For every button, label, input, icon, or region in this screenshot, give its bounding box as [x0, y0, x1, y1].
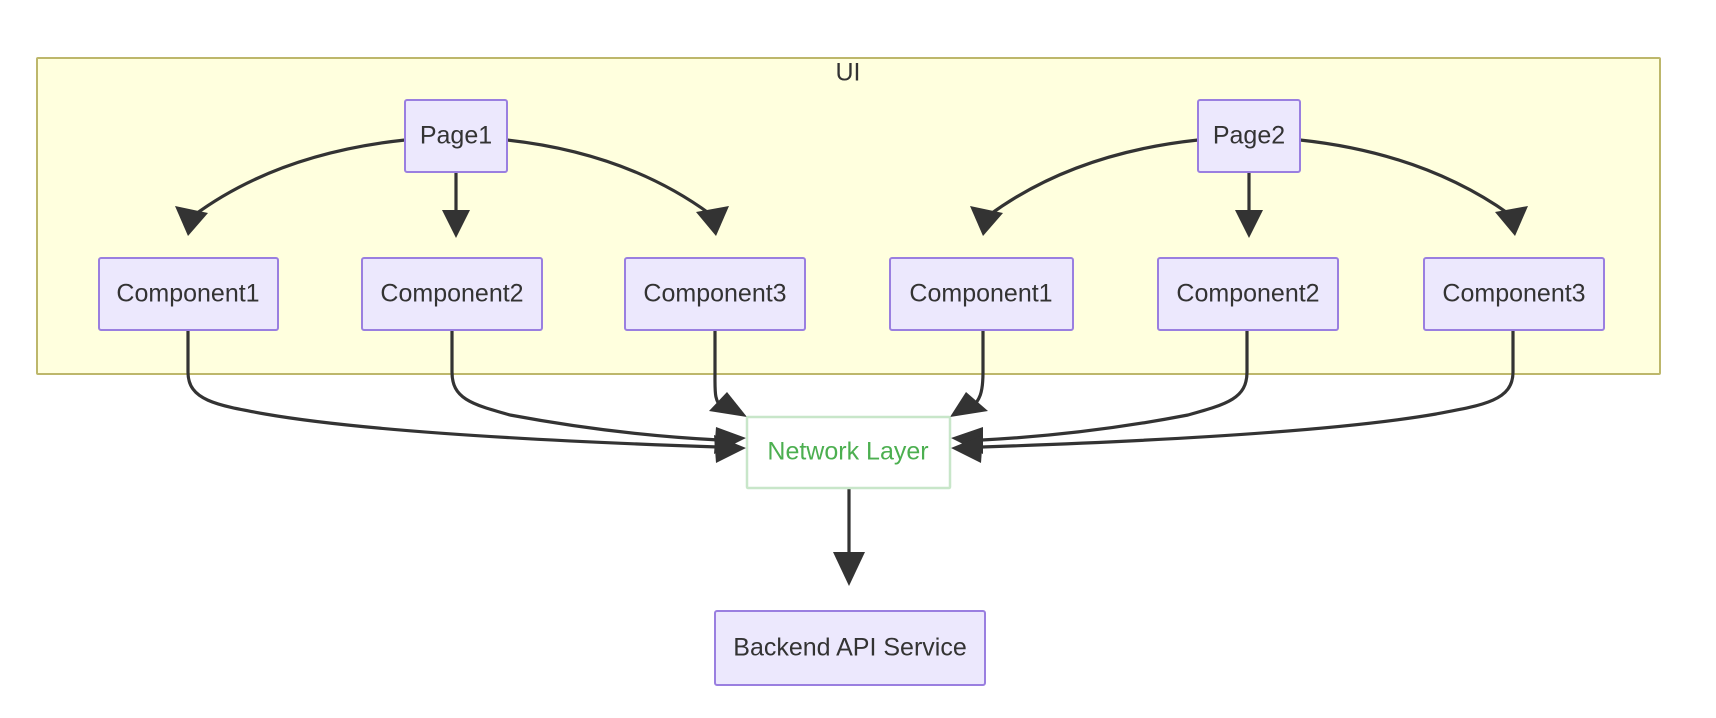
arrowhead-component3-network — [709, 392, 747, 417]
arrowhead-component3b-network — [951, 435, 983, 463]
edge-group-page2 — [970, 138, 1528, 238]
node-backend-api-service-box — [714, 610, 986, 686]
node-network-layer[interactable]: Network Layer — [745, 415, 952, 490]
node-page2-label: Page2 — [1213, 122, 1285, 150]
node-component2-label: Component2 — [380, 280, 523, 308]
node-backend-api-service[interactable]: Backend API Service — [714, 610, 986, 686]
node-component1-box — [98, 257, 279, 331]
arrowhead-component1b-network — [950, 392, 988, 417]
node-component2-box — [361, 257, 543, 331]
edge-component2-to-network[interactable] — [450, 330, 720, 442]
cluster-ui[interactable]: UI — [36, 57, 1661, 375]
node-network-layer-label: Network Layer — [767, 438, 928, 466]
node-page2[interactable]: Page2 — [1197, 99, 1301, 173]
node-page1[interactable]: Page1 — [404, 99, 508, 173]
cluster-ui-box — [36, 57, 1661, 375]
node-component2-b-box — [1157, 257, 1339, 331]
edge-group-network-api — [833, 488, 865, 586]
edge-page2-to-component1[interactable] — [987, 138, 1199, 218]
node-component3[interactable]: Component3 — [624, 257, 806, 331]
node-component3-b-box — [1423, 257, 1605, 331]
edge-group-page1 — [175, 138, 729, 238]
edge-page2-to-component3[interactable] — [1299, 138, 1510, 216]
node-network-layer-box — [745, 415, 952, 490]
node-component3-b-label: Component3 — [1442, 280, 1585, 308]
node-component2-b[interactable]: Component2 — [1157, 257, 1339, 331]
node-component1[interactable]: Component1 — [98, 257, 279, 331]
node-page2-box — [1197, 99, 1301, 173]
edge-component1-to-network[interactable] — [186, 330, 719, 449]
arrowhead-network-backend — [833, 552, 865, 586]
arrowhead-page1-component1 — [175, 206, 208, 236]
edge-page1-to-component1[interactable] — [192, 138, 406, 218]
arrowhead-page1-component3 — [696, 206, 729, 236]
arrowhead-page1-component2 — [442, 210, 470, 238]
arrowhead-page2-component2 — [1235, 210, 1263, 238]
node-page1-box — [404, 99, 508, 173]
edge-page1-to-component3[interactable] — [506, 138, 711, 216]
edge-component3b-to-network[interactable] — [981, 330, 1515, 449]
node-component3-label: Component3 — [643, 280, 786, 308]
cluster-ui-label: UI — [836, 59, 861, 87]
node-backend-api-service-label: Backend API Service — [733, 634, 966, 662]
arrowhead-page2-component3 — [1495, 206, 1528, 236]
node-component2-b-label: Component2 — [1176, 280, 1319, 308]
node-component1-b-box — [889, 257, 1074, 331]
node-component1-b[interactable]: Component1 — [889, 257, 1074, 331]
arrowhead-page2-component1 — [970, 206, 1003, 236]
node-component1-b-label: Component1 — [909, 280, 1052, 308]
edge-component2b-to-network[interactable] — [981, 330, 1249, 442]
node-page1-label: Page1 — [420, 122, 492, 150]
node-component2[interactable]: Component2 — [361, 257, 543, 331]
node-component3-b[interactable]: Component3 — [1423, 257, 1605, 331]
node-component1-label: Component1 — [116, 280, 259, 308]
arrowhead-component2-network — [714, 427, 746, 454]
edge-group-to-network — [186, 330, 1515, 463]
node-component3-box — [624, 257, 806, 331]
